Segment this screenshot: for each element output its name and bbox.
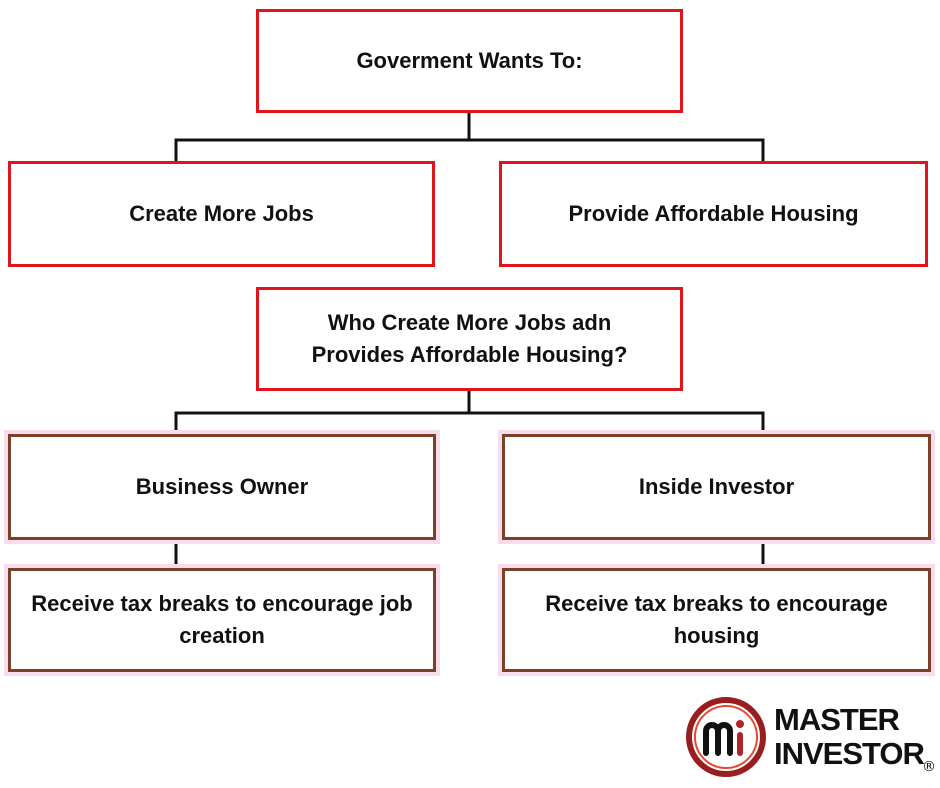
root-label: Goverment Wants To:: [356, 48, 583, 73]
actor-label-inside-investor: Inside Investor: [638, 474, 795, 499]
goal-label-jobs: Create More Jobs: [129, 201, 314, 226]
root-box: Goverment Wants To:: [256, 9, 683, 113]
actor-label-business-owner: Business Owner: [135, 474, 309, 499]
benefit-label-housing: Receive tax breaks to encourage housing: [545, 591, 888, 648]
mi-logo-icon: [686, 697, 766, 777]
benefit-label-job-creation: Receive tax breaks to encourage job crea…: [31, 591, 413, 648]
actor-box-inside-investor: Inside Investor: [502, 434, 931, 540]
goal-box-jobs: Create More Jobs: [8, 161, 435, 267]
benefit-box-housing: Receive tax breaks to encourage housing: [502, 568, 931, 672]
logo-line-investor: INVESTOR: [774, 736, 925, 771]
actor-box-business-owner: Business Owner: [8, 434, 436, 540]
logo-wordmark: MASTER INVESTOR: [774, 702, 925, 771]
registered-mark: ®: [922, 759, 936, 775]
goal-label-housing: Provide Affordable Housing: [568, 201, 859, 226]
connector-goals-bar: [174, 138, 765, 161]
goal-box-housing: Provide Affordable Housing: [499, 161, 928, 267]
benefit-box-job-creation: Receive tax breaks to encourage job crea…: [8, 568, 436, 672]
question-box: Who Create More Jobs adn Provides Afford…: [256, 287, 683, 391]
connector-actors-bar: [174, 411, 765, 433]
master-investor-logo: MASTER INVESTOR ®: [686, 697, 940, 783]
question-label: Who Create More Jobs adn Provides Afford…: [311, 310, 628, 367]
logo-line-master: MASTER: [774, 702, 900, 737]
